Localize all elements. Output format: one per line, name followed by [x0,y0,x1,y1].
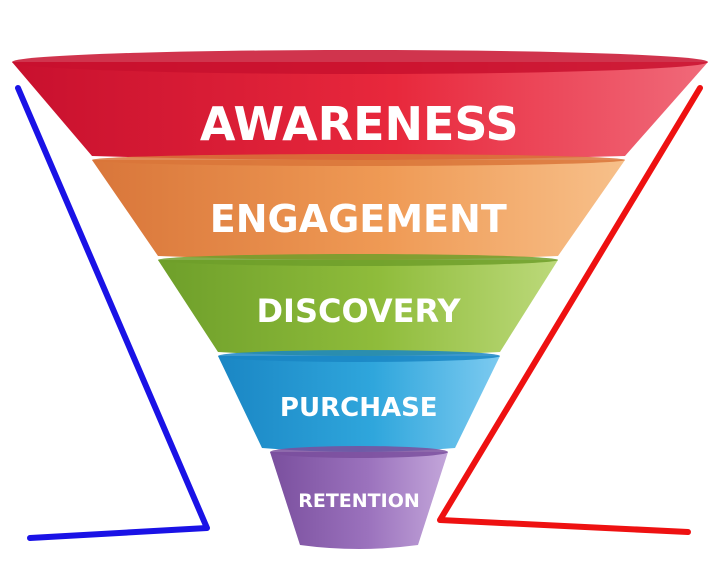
right-bracket-line [437,85,703,535]
left-bracket-line [15,85,210,541]
funnel-segment [12,62,708,160]
funnel-segment [92,160,625,260]
funnel-stage-label: ENGAGEMENT [210,197,507,241]
funnel-segment-rim [218,350,500,362]
funnel-stage-retention: RETENTION [270,446,448,549]
funnel-segment-rim [270,446,448,458]
funnel-stage-engagement: ENGAGEMENT [92,154,625,260]
funnel-stage-awareness: AWARENESS [12,50,708,160]
funnel-stage-purchase: PURCHASE [218,350,500,452]
funnel-segment [218,356,500,452]
funnel-segment [270,452,448,549]
funnel-stage-discovery: DISCOVERY [158,254,558,356]
funnel-segment-rim [12,50,708,74]
funnel-stage-label: RETENTION [298,490,420,512]
funnel-stage-label: PURCHASE [280,393,438,423]
funnel-stages: AWARENESS ENGAGEMENT DISCOVERY PURCHASE RETE… [12,50,708,549]
funnel-stage-label: AWARENESS [200,97,519,151]
funnel-segment [158,260,558,356]
funnel-stage-label: DISCOVERY [256,292,461,330]
funnel-segment-rim [92,154,625,166]
funnel-segment-rim [158,254,558,266]
